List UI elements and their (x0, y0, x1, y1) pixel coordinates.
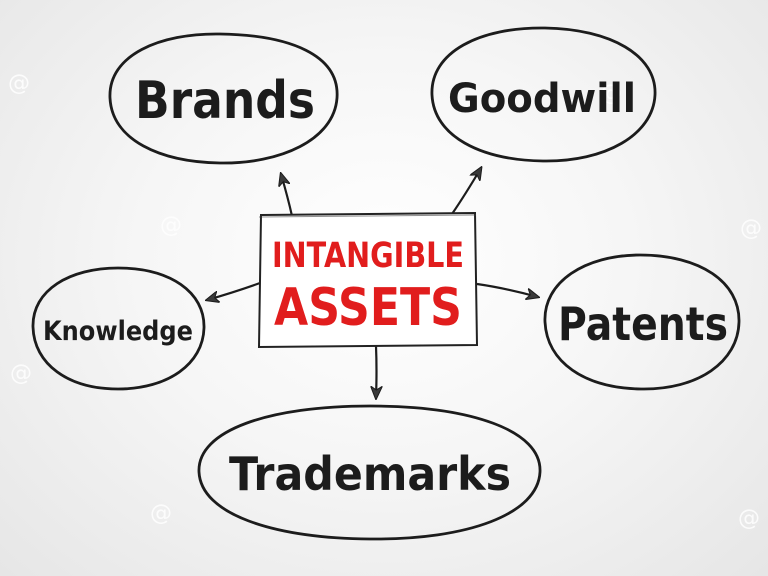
node-goodwill: Goodwill (430, 26, 657, 163)
center-node: INTANGIBLE ASSETS (257, 211, 479, 349)
watermark-icon: @ (10, 361, 32, 386)
arrow-to-knowledge (207, 281, 261, 300)
node-brands-label: Brands (135, 71, 315, 131)
watermark-icon: @ (738, 506, 760, 531)
node-trademarks: Trademarks (197, 404, 542, 541)
node-goodwill-ellipse (430, 26, 657, 163)
node-trademarks-ellipse (197, 404, 542, 541)
arrow-to-brands (281, 174, 294, 217)
watermark-icon: @ (8, 71, 30, 96)
node-patents-ellipse (543, 253, 741, 391)
watermark-icon: @ (160, 213, 182, 238)
center-box-sketch-line (258, 214, 477, 218)
arrow-to-goodwill (451, 168, 481, 215)
node-trademarks-label: Trademarks (229, 447, 511, 501)
node-brands: Brands (108, 32, 339, 165)
watermark-icon: @ (150, 501, 172, 526)
node-knowledge-ellipse (31, 266, 206, 391)
node-brands-ellipse (108, 32, 339, 165)
watermark-icon: @ (740, 216, 762, 241)
node-goodwill-label: Goodwill (448, 76, 636, 122)
node-knowledge: Knowledge (31, 266, 206, 391)
center-title-line1: INTANGIBLE (272, 236, 464, 276)
watermark-icon: @ (600, 81, 622, 106)
node-knowledge-label: Knowledge (43, 316, 193, 347)
watermark-pattern: @ @ @ @ @ @ @ (8, 71, 762, 531)
arrow-to-trademarks (376, 345, 377, 398)
connectors (207, 168, 538, 398)
node-patents: Patents (543, 253, 741, 391)
arrow-to-patents (476, 282, 538, 297)
node-patents-label: Patents (558, 297, 728, 351)
center-box (257, 211, 479, 349)
center-title-line2: ASSETS (274, 278, 462, 338)
